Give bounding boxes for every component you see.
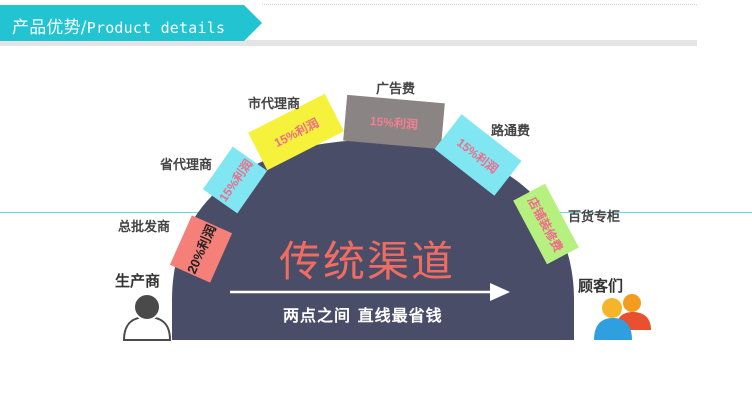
label-province: 省代理商 [160, 158, 213, 173]
segment-advert: 15%利润 [343, 94, 445, 150]
label-city: 市代理商 [248, 97, 301, 112]
label-advert: 广告费 [376, 82, 416, 97]
channel-dome [172, 140, 574, 340]
label-producer: 生产商 [115, 272, 161, 290]
header-banner [0, 5, 262, 41]
segment-city: 15%利润 [248, 93, 344, 171]
header-dotted-line [262, 4, 697, 5]
page-title-cn: 产品优势/ [12, 18, 87, 38]
label-counter: 百货专柜 [568, 210, 621, 225]
label-wholesale: 总批发商 [118, 220, 171, 235]
header-underline [0, 40, 697, 46]
label-customers: 顾客们 [578, 277, 624, 295]
segment-logistics: 15%利润 [434, 114, 522, 196]
margin-advert: 15%利润 [369, 113, 418, 132]
customers-people-icon [594, 294, 651, 340]
direct-arrow-head [490, 283, 510, 301]
traditional-channel-subtitle: 两点之间 直线最省钱 [283, 306, 443, 325]
page-title-en: Product details [86, 19, 226, 37]
traditional-channel-title: 传统渠道 [279, 237, 456, 286]
segment-province: 15%利润 [202, 146, 268, 214]
segment-wholesale: 20%利润 [169, 215, 233, 283]
producer-person-icon [122, 293, 172, 341]
page-title: 产品优势/Product details [12, 13, 225, 38]
label-logistics: 路通费 [491, 124, 531, 139]
